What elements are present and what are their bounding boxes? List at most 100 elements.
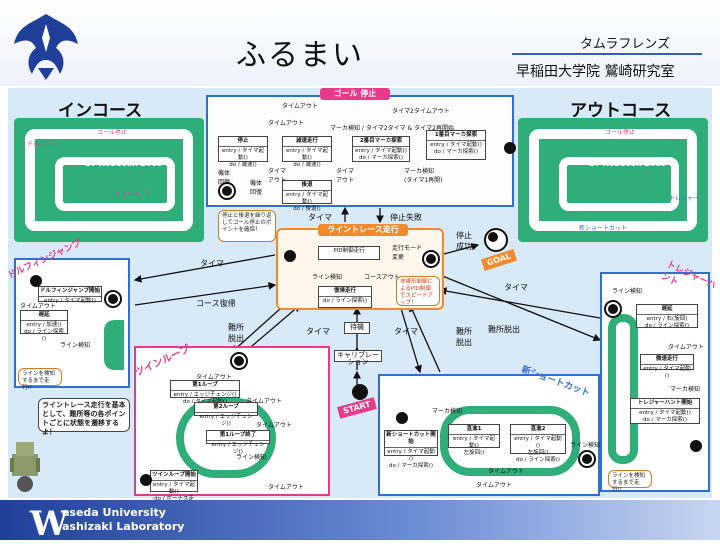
waseda-logo: W: [30, 504, 69, 544]
label-course-return: コース復帰: [196, 299, 236, 308]
goal-label-timeout: タイムアウト: [282, 103, 318, 110]
goal-label-marker-detect: マーカ検知 / タイマ2タイマ & タイマ2再開始: [330, 125, 454, 132]
dolphin-final-state: [104, 290, 122, 308]
robot-mascot-icon: [10, 442, 40, 492]
arrow-treasure: [439, 274, 602, 342]
linetrace-label-line-detect: ライン検知: [312, 274, 343, 281]
footer-laboratory: ashizaki Laboratory: [62, 520, 185, 533]
shortcut-label-timeout1: タイムアウト: [488, 468, 524, 475]
goal-stop-final: [484, 228, 508, 252]
label-timer-treasure: タイマ: [504, 283, 528, 292]
goal-final-state: [218, 182, 236, 200]
out-course-heading: アウトコース: [570, 101, 672, 121]
out-course-map: ET Robocon 2009 ゴール停止 トレジャー 新ショートカット: [518, 118, 708, 242]
shortcut-label-timeout2: タイムアウト: [476, 482, 512, 489]
in-course-heading: インコース: [58, 101, 143, 121]
in-course-map: ET Robocon 2009 ゴール停止 ドルフィン ツインループ: [14, 118, 204, 242]
treasure-final-state: [604, 300, 622, 318]
goal-label-timeout2: タイムアウト: [268, 120, 304, 127]
dolphin-initial-state: [30, 275, 42, 287]
goal-initial-state: [504, 142, 516, 154]
state-calibration: キャリブレーション: [334, 350, 382, 366]
arrow-hard-exit: [244, 304, 301, 353]
state-wait: 待機: [344, 322, 370, 334]
twinloop-final-state: [230, 352, 248, 370]
goal-label-marker-detect2: マーカ検知 (タイマ1再開): [404, 168, 443, 184]
shortcut-label-line-detect: ライン検知: [570, 442, 601, 449]
start-initial-state: [352, 384, 368, 400]
arrow-course-return: [134, 282, 277, 306]
label-timer-shortcut: タイマ: [394, 327, 418, 336]
dolphin-note: ラインを検知するまで走行!!: [18, 368, 62, 391]
shortcut-track-decor: [440, 406, 580, 476]
linetrace-banner: ライントレース走行: [318, 224, 408, 236]
out-course-track-outer: [529, 129, 697, 231]
linetrace-final-state: [422, 250, 440, 268]
label-timer-left: タイマ: [200, 259, 224, 268]
footer-band: [0, 500, 720, 540]
out-course-tag-goal: ゴール停止: [605, 129, 636, 136]
treasure-label-line-detect: ライン検知: [612, 288, 643, 295]
dolphin-label-line-detect: ライン検知: [60, 342, 91, 349]
header-band: [0, 0, 720, 86]
phoenix-logo-icon: [14, 14, 78, 80]
out-course-map-title: ET Robocon 2009: [589, 159, 667, 168]
page-title: ふるまい: [236, 38, 364, 73]
label-hard-exit-shortcut: 難所 脱出: [456, 327, 472, 347]
in-course-tag-twinloop: ツインループ: [115, 191, 151, 198]
treasure-label-marker: マーカ検知: [670, 386, 701, 393]
goal-label-timer-out2: タイマ アウト: [336, 168, 355, 184]
stop-success-label: 停止 成功: [456, 231, 472, 251]
footer-university: aseda University: [62, 506, 166, 519]
treasure-initial-state: [690, 440, 702, 452]
arrow-shortcut-back: [409, 303, 441, 373]
twinloop-initial-state: [140, 474, 152, 486]
linetrace-note: 非線形制御によるPID制御でスピードアップ！: [396, 276, 440, 306]
linetrace-label-mode: 走行モード 変更: [392, 245, 423, 261]
twinloop-label-timeout4: タイムアウト: [268, 484, 304, 491]
label-hard-exit2: 難所脱出: [488, 325, 520, 334]
linetrace-initial-state: [284, 250, 296, 262]
goal-note: 停止と後退を繰り返してゴール停止のポイントを確保！: [218, 210, 276, 242]
arrow-hard-exit2: [438, 287, 601, 319]
shortcut-initial-state: [396, 412, 408, 424]
in-course-tag-dolphin: ドルフィン: [27, 141, 57, 148]
shortcut-final-state: [578, 450, 596, 468]
in-course-track-outer: [25, 129, 193, 231]
label-stop-fail: 停止失敗: [390, 213, 422, 222]
out-course-track-inner: [559, 157, 679, 211]
in-course-track-inner: [55, 157, 175, 211]
goal-label-recover2: 機体 回復: [250, 180, 263, 196]
goal-stop-banner: ゴール 停止: [320, 88, 390, 100]
dolphin-track-decor: [104, 320, 124, 370]
twinloop-label-timeout2: タイムアウト: [246, 398, 282, 405]
out-course-tag-shortcut: 新ショートカット: [579, 225, 628, 232]
in-course-map-title: ET Robocon 2009: [85, 159, 163, 168]
label-hard-exit: 難所 脱出: [228, 323, 244, 343]
in-course-tag-goal: ゴール停止: [97, 129, 128, 136]
shortcut-label-marker: マーカ検知: [432, 408, 463, 415]
lab-name: 早稲田大学院 鷲崎研究室: [516, 64, 675, 80]
out-course-tag-treasure: トレジャー: [669, 195, 699, 202]
header-divider: [512, 53, 702, 55]
treasure-label-timeout: タイムアウト: [668, 344, 704, 351]
state-pid-drive: PID制御走行: [318, 246, 380, 260]
arrow-goal: [439, 242, 480, 256]
goal-label-timer2: タイマ2タイムアウト: [392, 108, 450, 115]
label-timer-twinloop: タイマ: [306, 327, 330, 336]
